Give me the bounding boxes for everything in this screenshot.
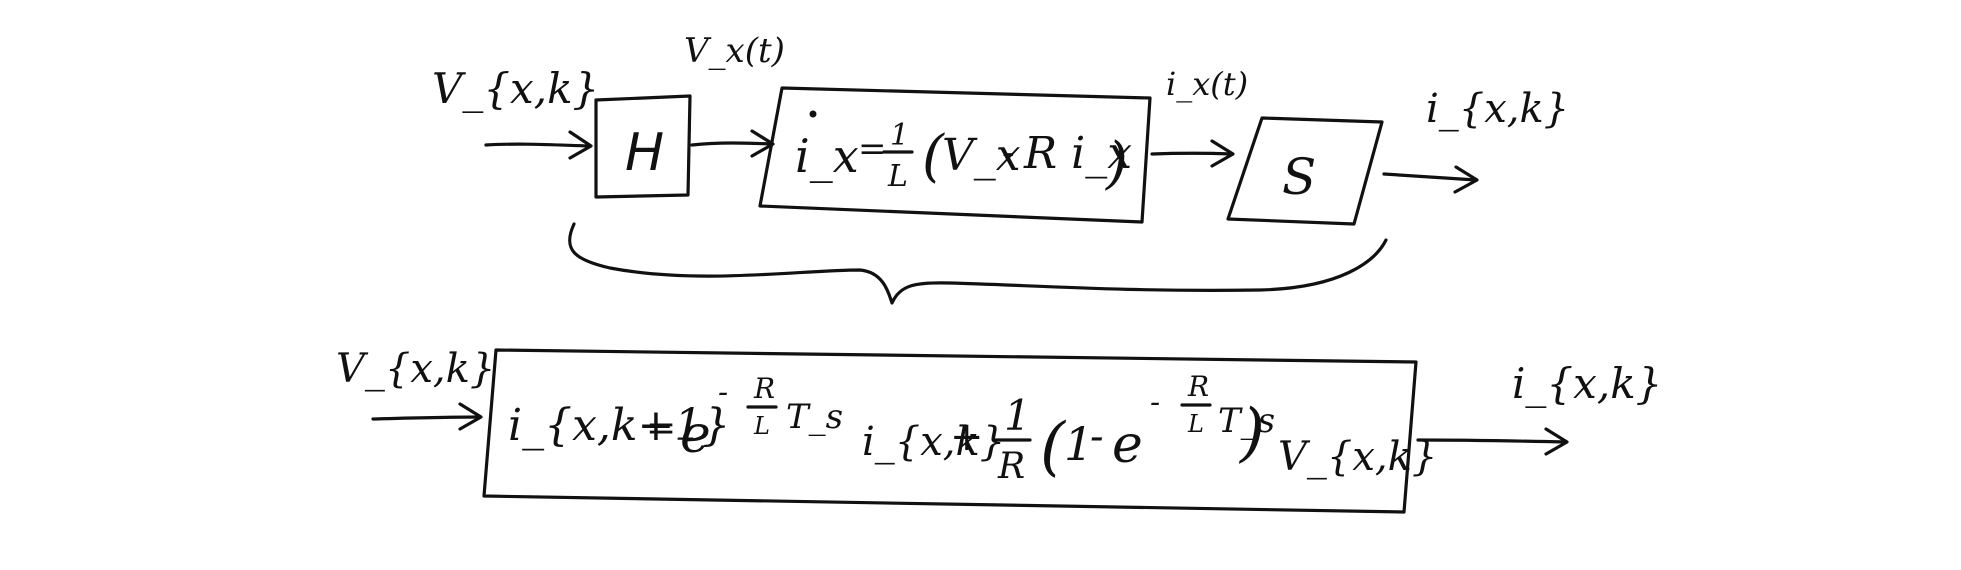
term-current: i_{x,k} [862,419,1005,465]
exp-1-den: L [753,412,770,440]
top-input-label-text: V_{x,k} [432,64,599,113]
discrete-plus: + [950,414,984,460]
exp-1-minus: - [718,375,728,410]
ode-v-term: V_x [942,130,1021,181]
grouping-brace [568,222,1388,305]
discrete-one: 1 [1064,417,1093,471]
exp-base-1: e [680,405,711,465]
exp-1-num: R [753,372,775,405]
ode-paren-close: ) [1105,131,1128,196]
ode-frac-num: 1 [890,118,909,153]
hold-to-ode-arrow [690,129,775,158]
exp-base-2: e [1112,415,1143,475]
bottom-input-arrow [371,402,483,431]
discrete-paren-close: ) [1238,396,1265,470]
ode-equals: = [858,129,887,169]
discrete-paren-open: ( [1040,410,1067,484]
ode-lhs: i_x [795,129,859,183]
continuous-signal-label: V_x(t) [684,31,785,71]
term-voltage: V_{x,k} [1278,434,1437,480]
current-signal-label: i_x(t) [1166,65,1248,103]
discrete-equals: = [646,408,676,449]
exp-2-num: R [1187,370,1209,403]
ode-block: i_x = 1 L ( V_x - R i_x ) [758,86,1152,224]
hold-block-label: H [625,123,664,183]
discrete-equation-block: i_{x,k+1} = e - R L T_s i_{x,k} + 1 R ( … [482,348,1437,514]
bottom-output-label: i_{x,k} [1512,359,1662,408]
exp-1-ts: T_s [786,397,843,437]
sampler-block: S [1226,116,1384,226]
hold-block: H [594,94,692,199]
ode-ri-term: R i_x [1023,128,1132,179]
coef-frac-den: R [997,446,1025,487]
bottom-input-label: V_{x,k} [336,346,495,392]
exp-2-ts: T_s [1218,401,1275,441]
top-output-label: i_{x,k} [1426,86,1569,132]
discrete-lhs: i_{x,k+1} [508,400,730,451]
derivative-dot [809,110,817,118]
top-output-arrow [1382,165,1479,194]
top-input-arrow [484,130,593,160]
discrete-minus: - [1090,414,1104,460]
top-input-label: V_{x,k} [432,64,599,113]
coef-frac-num: 1 [1004,391,1031,440]
bottom-output-arrow [1416,427,1569,456]
ode-paren-open: ( [922,124,945,189]
ode-to-sampler-arrow [1150,139,1235,168]
exp-2-minus: - [1150,385,1160,420]
exp-2-den: L [1187,410,1204,438]
ode-minus: - [1002,130,1015,174]
sampler-block-label: S [1282,148,1316,206]
ode-frac-den: L [887,159,908,194]
